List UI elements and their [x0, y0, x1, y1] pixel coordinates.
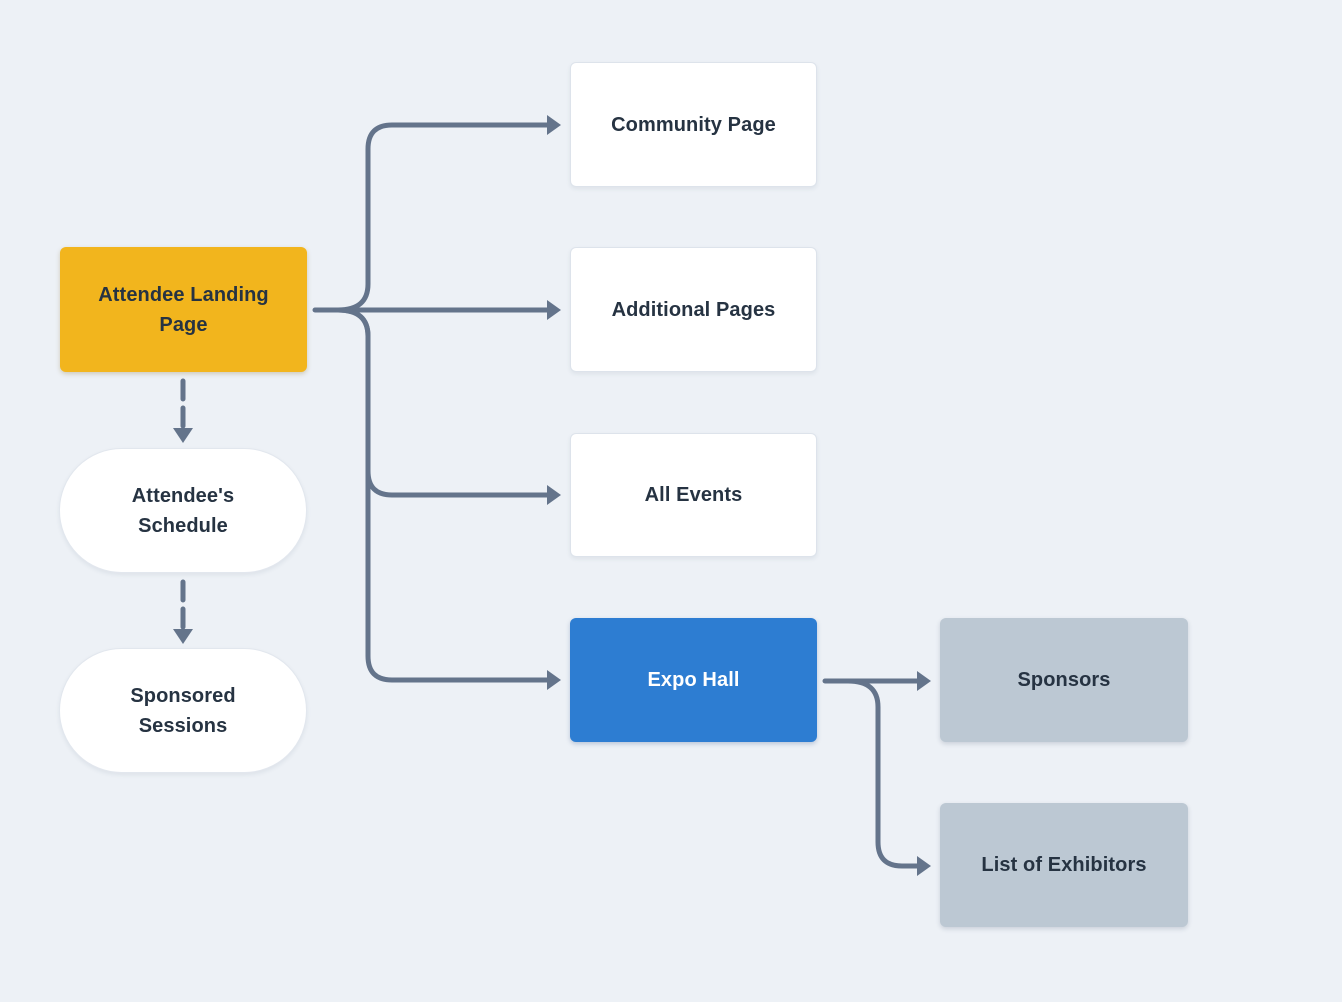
edge-landing-to-community-page [335, 115, 561, 313]
edge-schedule-to-sponsored-arrowhead [173, 629, 193, 644]
node-community-page-label: Community Page [611, 113, 776, 136]
edge-landing-to-expo-hall [335, 307, 561, 690]
node-attendee-landing-page-label: Attendee Landing Page [98, 283, 269, 336]
node-list-of-exhibitors[interactable]: List of Exhibitors [940, 803, 1188, 927]
edge-landing-to-schedule-arrowhead [173, 428, 193, 443]
edge-expo-hall-to-exhibitors [845, 678, 931, 876]
node-sponsors-label: Sponsors [1017, 669, 1111, 691]
node-additional-pages-label: Additional Pages [611, 298, 776, 321]
node-community-page[interactable]: Community Page [570, 62, 817, 187]
edge-landing-to-all-events [335, 307, 561, 505]
node-all-events[interactable]: All Events [570, 433, 817, 557]
node-expo-hall[interactable]: Expo Hall [570, 618, 817, 742]
node-attendees-schedule-label: Attendee's Schedule [131, 484, 235, 537]
node-attendees-schedule[interactable]: Attendee's Schedule [59, 448, 307, 573]
node-sponsors[interactable]: Sponsors [940, 618, 1188, 742]
node-attendee-landing-page[interactable]: Attendee Landing Page [60, 247, 307, 372]
node-sponsored-sessions[interactable]: Sponsored Sessions [59, 648, 307, 773]
node-sponsored-sessions-label: Sponsored Sessions [130, 684, 236, 737]
node-list-of-exhibitors-label: List of Exhibitors [981, 854, 1147, 876]
node-expo-hall-label: Expo Hall [647, 669, 740, 691]
node-all-events-label: All Events [644, 484, 743, 506]
node-additional-pages[interactable]: Additional Pages [570, 247, 817, 372]
